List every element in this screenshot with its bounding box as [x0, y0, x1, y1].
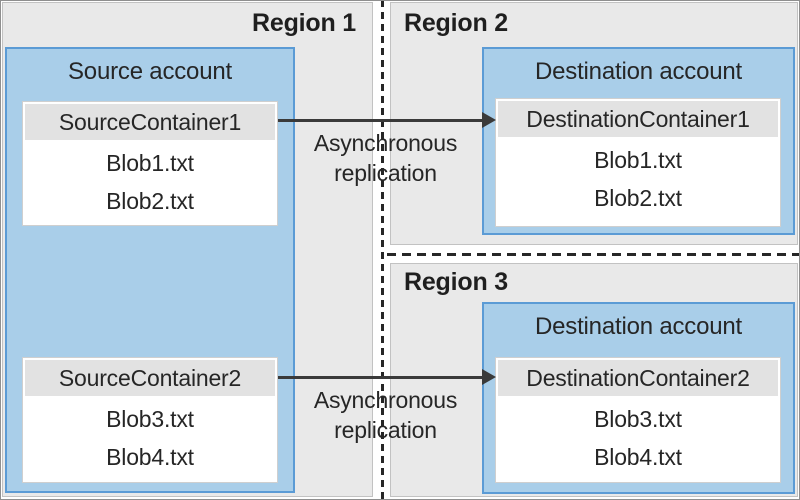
source-container-1-name: SourceContainer1: [25, 104, 275, 140]
replication-arrow-2-line: [278, 376, 484, 379]
destination-container-1: DestinationContainer1 Blob1.txt Blob2.tx…: [495, 98, 781, 227]
region-2-label: Region 2: [404, 9, 508, 37]
region-vertical-divider: [381, 0, 384, 500]
replication-arrow-1-line: [278, 119, 484, 122]
source-container-1: SourceContainer1 Blob1.txt Blob2.txt: [22, 101, 278, 226]
blob-item: Blob4.txt: [594, 444, 682, 470]
destination-account-region-3-title: Destination account: [535, 313, 742, 340]
region-horizontal-divider: [387, 253, 800, 256]
blob-item: Blob3.txt: [106, 406, 194, 432]
blob-list: Blob3.txt Blob4.txt: [25, 400, 275, 476]
blob-item: Blob1.txt: [106, 150, 194, 176]
destination-container-1-name: DestinationContainer1: [498, 101, 778, 137]
replication-arrow-1-label: Asynchronous replication: [313, 130, 458, 186]
region-3-label: Region 3: [404, 268, 508, 296]
blob-item: Blob2.txt: [106, 188, 194, 214]
blob-list: Blob3.txt Blob4.txt: [498, 400, 778, 476]
blob-item: Blob4.txt: [106, 444, 194, 470]
replication-arrow-2-head-icon: [482, 369, 496, 385]
source-account-title: Source account: [68, 58, 232, 85]
blob-item: Blob3.txt: [594, 406, 682, 432]
destination-container-2: DestinationContainer2 Blob3.txt Blob4.tx…: [495, 357, 781, 483]
destination-container-2-name: DestinationContainer2: [498, 360, 778, 396]
replication-arrow-2-label: Asynchronous replication: [313, 387, 458, 443]
region-1-label: Region 1: [252, 9, 356, 37]
blob-list: Blob1.txt Blob2.txt: [25, 144, 275, 220]
blob-item: Blob1.txt: [594, 147, 682, 173]
blob-list: Blob1.txt Blob2.txt: [498, 141, 778, 217]
source-container-2: SourceContainer2 Blob3.txt Blob4.txt: [22, 357, 278, 483]
blob-item: Blob2.txt: [594, 185, 682, 211]
replication-arrow-1-head-icon: [482, 112, 496, 128]
source-container-2-name: SourceContainer2: [25, 360, 275, 396]
destination-account-region-2-title: Destination account: [535, 58, 742, 85]
